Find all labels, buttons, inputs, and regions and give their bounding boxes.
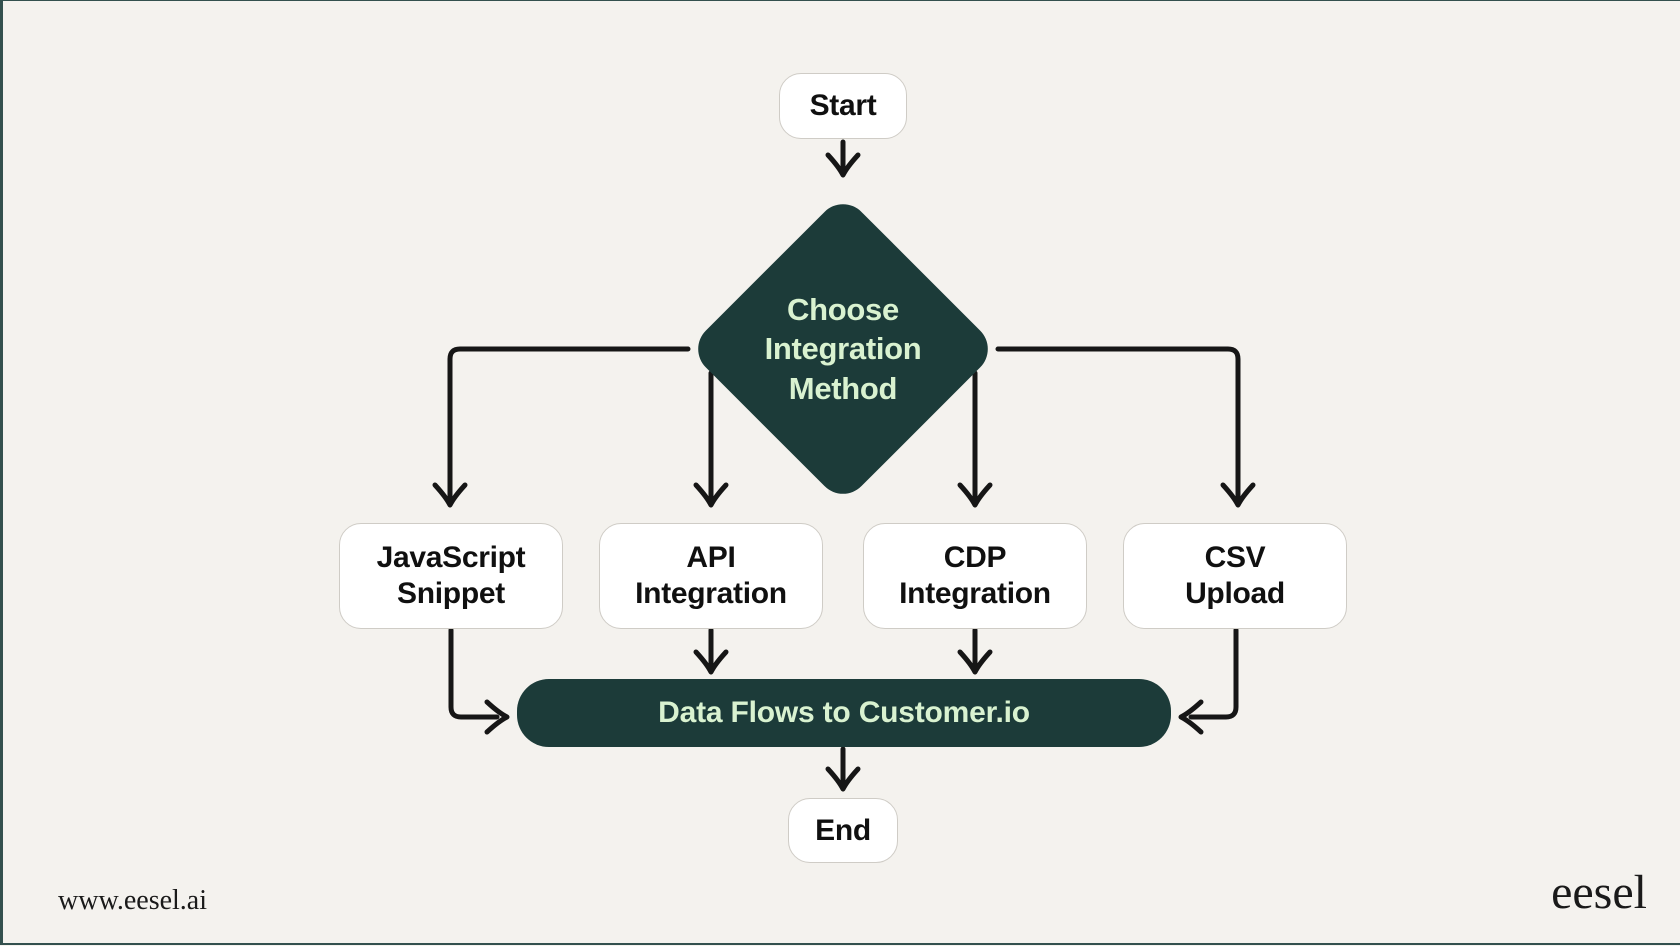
arrowhead-down-icon: [693, 649, 729, 675]
option-node-cdp-integration: CDP Integration: [863, 523, 1087, 629]
eesel-logo: eesel: [1551, 866, 1647, 919]
option-label: JavaScript Snippet: [376, 541, 526, 610]
option-node-csv-upload: CSV Upload: [1123, 523, 1347, 629]
arrowhead-down-icon: [825, 152, 861, 178]
start-node: Start: [779, 73, 907, 139]
arrowhead-down-icon: [957, 649, 993, 675]
connector-decision-csv: [995, 346, 1241, 505]
arrowhead-left-icon: [1178, 699, 1204, 735]
option-label: CSV Upload: [1185, 541, 1285, 610]
option-label: CDP Integration: [899, 541, 1051, 610]
connector-javascript-sink: [448, 627, 500, 720]
end-node: End: [788, 798, 898, 863]
option-label: API Integration: [635, 541, 787, 610]
decision-diamond-label: Choose Integration Method: [764, 291, 922, 406]
arrowhead-down-icon: [693, 482, 729, 508]
arrowhead-down-icon: [825, 766, 861, 792]
footer-website-text: www.eesel.ai: [58, 885, 208, 916]
arrowhead-down-icon: [1220, 482, 1256, 508]
sink-node: Data Flows to Customer.io: [517, 679, 1171, 747]
option-node-javascript-snippet: JavaScript Snippet: [339, 523, 563, 629]
connector-csv-sink: [1188, 627, 1239, 720]
arrowhead-down-icon: [432, 482, 468, 508]
connector-decision-javascript: [447, 346, 691, 505]
end-node-label: End: [815, 813, 871, 847]
arrowhead-right-icon: [484, 699, 510, 735]
sink-node-label: Data Flows to Customer.io: [658, 696, 1030, 729]
start-node-label: Start: [809, 89, 877, 122]
arrowhead-down-icon: [957, 482, 993, 508]
option-node-api-integration: API Integration: [599, 523, 823, 629]
